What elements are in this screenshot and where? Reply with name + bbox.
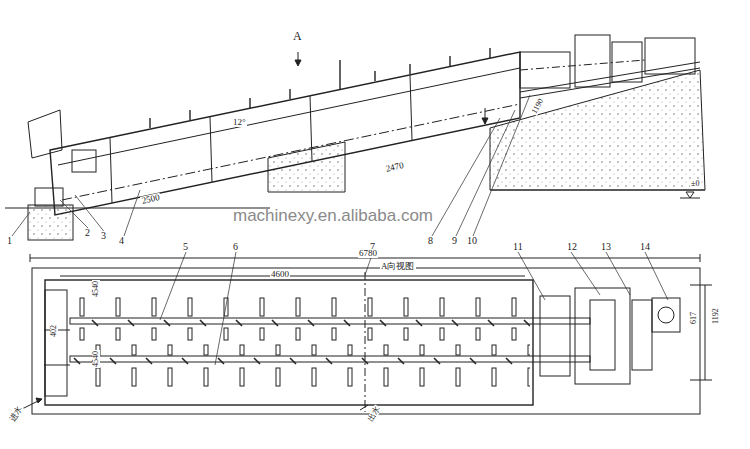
watermark: machinexy.en.alibaba.com (232, 207, 434, 224)
length-dimension: 2470 (384, 161, 405, 174)
callout-number: 14 (639, 242, 651, 252)
view-marker: A (292, 30, 303, 42)
plan-view (20, 254, 712, 414)
level-mark: ±0 (690, 180, 700, 188)
length-dimension: 6780 (358, 249, 378, 258)
length-dimension: 4600 (270, 270, 290, 279)
callout-number: 8 (427, 236, 434, 246)
callout-number: 10 (466, 236, 478, 246)
view-title: A向视图 (380, 262, 416, 271)
callout-number: 4 (118, 236, 125, 246)
length-dimension: 2500 (140, 193, 161, 206)
angle-dimension: 12° (232, 118, 247, 127)
width-dimension: 617 (690, 311, 698, 325)
callout-number: 9 (451, 236, 458, 246)
callout-number: 3 (100, 231, 107, 241)
width-dimension: 402 (50, 324, 58, 338)
width-dimension: 1192 (712, 307, 720, 325)
callout-number: 2 (84, 228, 91, 238)
shaft-dimension: 4540 (92, 280, 100, 298)
shaft-dimension: 4540 (92, 350, 100, 368)
callout-number: 11 (512, 242, 524, 252)
flow-note: 进水 (8, 404, 24, 424)
side-elevation (5, 35, 705, 240)
callout-number: 6 (232, 242, 239, 252)
callout-number: 1 (6, 236, 13, 246)
callout-number: 5 (182, 242, 189, 252)
callout-number: 13 (600, 242, 612, 252)
callout-number: 12 (566, 242, 578, 252)
